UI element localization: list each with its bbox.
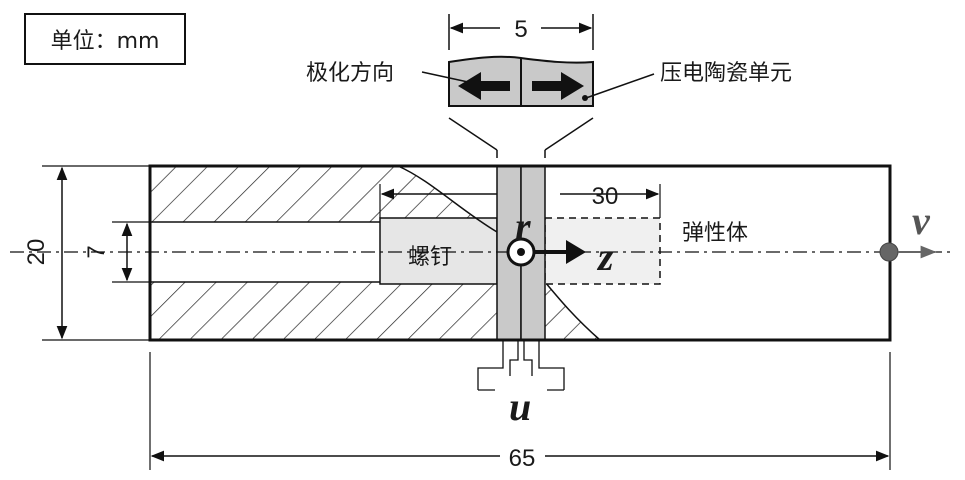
r-axis-symbol: r bbox=[515, 204, 531, 249]
screw: 螺钉 bbox=[379, 217, 498, 285]
velocity-output-node bbox=[879, 242, 937, 262]
screw-length-dimension: 30 bbox=[379, 183, 661, 218]
screw-label: 螺钉 bbox=[408, 245, 452, 270]
unit-box: 单位：mm bbox=[24, 13, 186, 65]
unit-label: 单位：mm bbox=[51, 29, 160, 54]
u-symbol: u bbox=[509, 384, 531, 429]
height-dimension: 20 bbox=[23, 165, 150, 341]
electrode-wires bbox=[477, 340, 565, 391]
piezo-element-label: 压电陶瓷单元 bbox=[660, 61, 792, 86]
v-symbol: v bbox=[912, 198, 931, 243]
coordinate-origin bbox=[506, 237, 586, 267]
piezo-width-dimension: 5 bbox=[448, 14, 594, 50]
screw-length-value: 30 bbox=[592, 183, 619, 210]
arrow-right-icon bbox=[532, 72, 584, 100]
piezo-detail bbox=[448, 55, 594, 107]
hole-dimension: 7 bbox=[83, 221, 150, 283]
piezo-pointer-dot bbox=[582, 95, 588, 101]
polarization-direction-label: 极化方向 bbox=[306, 61, 394, 86]
total-length-dimension: 65 bbox=[149, 352, 891, 472]
z-axis-symbol: z bbox=[596, 234, 614, 279]
arrow-left-icon bbox=[458, 72, 510, 100]
piezo-width-value: 5 bbox=[514, 16, 527, 43]
hole-value: 7 bbox=[83, 245, 110, 258]
right-curve-hatch bbox=[544, 281, 601, 341]
detail-callout-lines bbox=[448, 117, 594, 158]
elastomer-label: 弹性体 bbox=[682, 221, 748, 246]
total-length-value: 65 bbox=[509, 445, 536, 472]
height-value: 20 bbox=[23, 239, 50, 266]
